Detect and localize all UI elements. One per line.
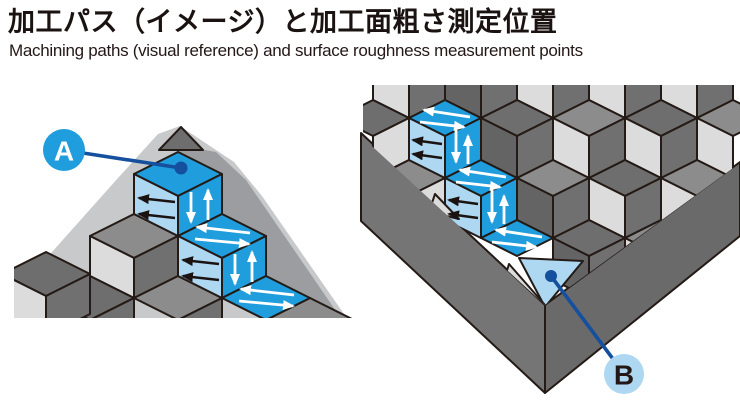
- tool-path-arrows: [137, 188, 295, 311]
- label-a: A: [43, 129, 188, 175]
- label-a-text: A: [54, 136, 74, 167]
- feed-arrow-left: [447, 196, 479, 207]
- feed-arrow-left: [181, 256, 220, 267]
- path-arrow-right: [491, 240, 538, 251]
- cube-right-face: [179, 297, 223, 318]
- label-b: B: [545, 270, 644, 394]
- path-arrow-left: [239, 285, 295, 297]
- cube-field: [14, 213, 353, 318]
- path-arrow-right: [455, 180, 502, 191]
- measurement-point-b-dot: [545, 270, 557, 282]
- feed-arrow-left: [411, 150, 443, 161]
- feed-arrow-left: [137, 194, 176, 205]
- path-arrow-left: [422, 106, 471, 119]
- figure-left-machining-paths: [14, 126, 353, 318]
- feed-arrow-left: [411, 136, 443, 147]
- cube-left-face: [14, 278, 47, 318]
- page-title: 加工パス（イメージ）と加工面粗さ測定位置: [8, 7, 558, 37]
- measured-corner-face-b: [518, 257, 584, 305]
- label-b-leader-line: [549, 274, 621, 369]
- header: 加工パス（イメージ）と加工面粗さ測定位置 Machining paths (vi…: [8, 6, 740, 61]
- figure-right-corner-workpiece: [360, 85, 740, 394]
- feed-arrow-left: [137, 210, 176, 221]
- feed-arrow-left: [447, 210, 479, 221]
- label-b-text: B: [614, 360, 634, 391]
- feed-arrow-left: [181, 272, 220, 283]
- label-b-badge: [604, 354, 644, 394]
- path-arrow-right: [194, 237, 251, 249]
- page-subtitle: Machining paths (visual reference) and s…: [9, 40, 583, 60]
- path-arrow-left: [195, 223, 251, 235]
- path-arrow-right: [238, 299, 295, 311]
- tool-path-arrows: [411, 106, 543, 251]
- path-arrow-left: [458, 166, 507, 179]
- cube-right-face: [45, 273, 91, 318]
- label-a-badge: [43, 129, 85, 171]
- label-a-leader-line: [81, 151, 183, 170]
- path-arrow-right: [419, 120, 466, 131]
- measurement-point-a-dot: [174, 161, 188, 175]
- peak-face: [158, 126, 204, 151]
- cube-right-face: [91, 297, 135, 318]
- path-arrow-left: [494, 226, 543, 239]
